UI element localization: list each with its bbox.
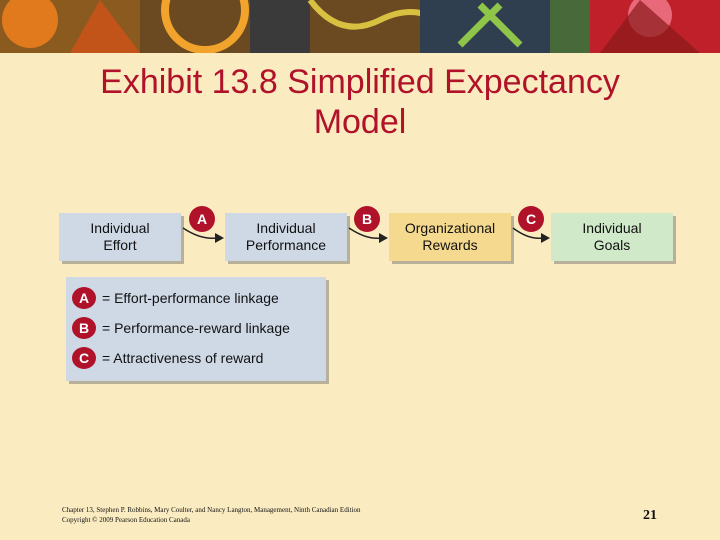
legend-key-b: B (72, 317, 96, 339)
link-badge-c: C (518, 206, 544, 232)
footer-citation: Chapter 13, Stephen P. Robbins, Mary Cou… (62, 505, 361, 525)
legend-text-c: = Attractiveness of reward (102, 350, 264, 366)
decorative-banner (0, 0, 720, 53)
page-number: 21 (643, 508, 657, 523)
link-badge-b: B (354, 206, 380, 232)
legend-item-a: A = Effort-performance linkage (72, 287, 279, 309)
legend-item-b: B = Performance-reward linkage (72, 317, 290, 339)
rewards-box: Organizational Rewards (389, 213, 511, 261)
arrow-effort-performance (182, 227, 224, 243)
legend-key-a: A (72, 287, 96, 309)
arrow-rewards-goals (512, 227, 550, 243)
legend-text-a: = Effort-performance linkage (102, 290, 279, 306)
slide-title: Exhibit 13.8 Simplified Expectancy Model (100, 63, 620, 141)
footer-line-2: Copyright © 2009 Pearson Education Canad… (62, 516, 190, 524)
legend-item-c: C = Attractiveness of reward (72, 347, 263, 369)
arrow-performance-rewards (348, 227, 388, 243)
performance-box: Individual Performance (225, 213, 347, 261)
effort-box: Individual Effort (59, 213, 181, 261)
legend-key-c: C (72, 347, 96, 369)
legend-text-b: = Performance-reward linkage (102, 320, 290, 336)
footer-line-1: Chapter 13, Stephen P. Robbins, Mary Cou… (62, 506, 361, 514)
link-badge-a: A (189, 206, 215, 232)
legend: A = Effort-performance linkage B = Perfo… (66, 277, 326, 381)
goals-box: Individual Goals (551, 213, 673, 261)
